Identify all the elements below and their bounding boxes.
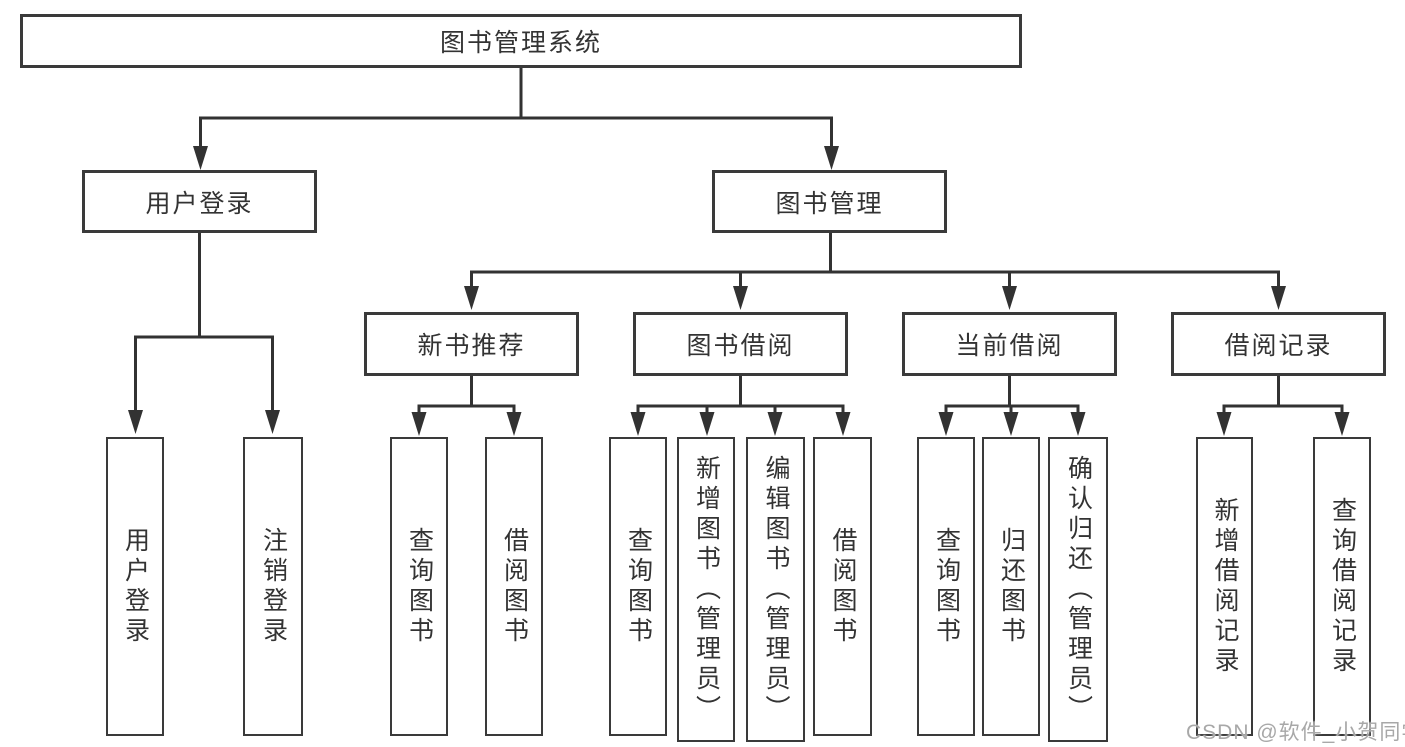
node-add-borrow-record: 新增借阅记录 bbox=[1196, 437, 1253, 736]
node-borrow-books-recommend: 借阅图书 bbox=[485, 437, 543, 736]
node-query-borrow-record: 查询借阅记录 bbox=[1313, 437, 1371, 736]
arrowhead-icon bbox=[1271, 286, 1286, 310]
arrowhead-icon bbox=[824, 146, 839, 170]
arrowhead-icon bbox=[630, 412, 646, 436]
arrowhead-icon bbox=[1002, 286, 1017, 310]
node-book-borrow: 图书借阅 bbox=[633, 312, 848, 376]
arrowhead-icon bbox=[128, 410, 143, 434]
connector-book-mgmt-children bbox=[464, 231, 1286, 310]
arrowhead-icon bbox=[835, 412, 851, 436]
arrowhead-icon bbox=[1070, 412, 1086, 436]
connector-root-to-level2 bbox=[193, 66, 839, 170]
arrowhead-icon bbox=[506, 412, 522, 436]
connector-new-book-children bbox=[411, 374, 522, 436]
node-add-book-admin: 新增图书（管理员） bbox=[677, 437, 735, 742]
connector-user-login-children bbox=[128, 231, 280, 434]
arrowhead-icon bbox=[1334, 412, 1350, 436]
node-edit-book-admin: 编辑图书（管理员） bbox=[746, 437, 805, 742]
arrowhead-icon bbox=[464, 286, 479, 310]
arrowhead-icon bbox=[767, 412, 783, 436]
connector-borrow-records-children bbox=[1216, 374, 1350, 436]
connector-current-borrow-children bbox=[938, 374, 1086, 436]
node-library-system-root: 图书管理系统 bbox=[20, 14, 1022, 68]
arrowhead-icon bbox=[1216, 412, 1232, 436]
node-user-login: 用户登录 bbox=[82, 170, 317, 233]
node-current-borrow: 当前借阅 bbox=[902, 312, 1117, 376]
node-book-management: 图书管理 bbox=[712, 170, 947, 233]
node-user-login-leaf: 用户登录 bbox=[106, 437, 164, 736]
node-new-book-recommend: 新书推荐 bbox=[364, 312, 579, 376]
node-logout: 注销登录 bbox=[243, 437, 303, 736]
arrowhead-icon bbox=[699, 412, 715, 436]
node-query-books-recommend: 查询图书 bbox=[390, 437, 448, 736]
node-return-book: 归还图书 bbox=[982, 437, 1040, 736]
arrowhead-icon bbox=[265, 410, 280, 434]
node-borrow-books-borrow: 借阅图书 bbox=[813, 437, 872, 736]
arrowhead-icon bbox=[733, 286, 748, 310]
node-confirm-return-admin: 确认归还（管理员） bbox=[1048, 437, 1108, 742]
arrowhead-icon bbox=[411, 412, 427, 436]
node-borrow-records: 借阅记录 bbox=[1171, 312, 1386, 376]
node-query-books-current: 查询图书 bbox=[917, 437, 975, 736]
arrowhead-icon bbox=[938, 412, 954, 436]
connector-book-borrow-children bbox=[630, 374, 851, 436]
arrowhead-icon bbox=[1003, 412, 1019, 436]
arrowhead-icon bbox=[193, 146, 208, 170]
watermark-text: CSDN @软件_小贺同学 bbox=[1186, 721, 1405, 744]
node-query-books-borrow: 查询图书 bbox=[609, 437, 667, 736]
